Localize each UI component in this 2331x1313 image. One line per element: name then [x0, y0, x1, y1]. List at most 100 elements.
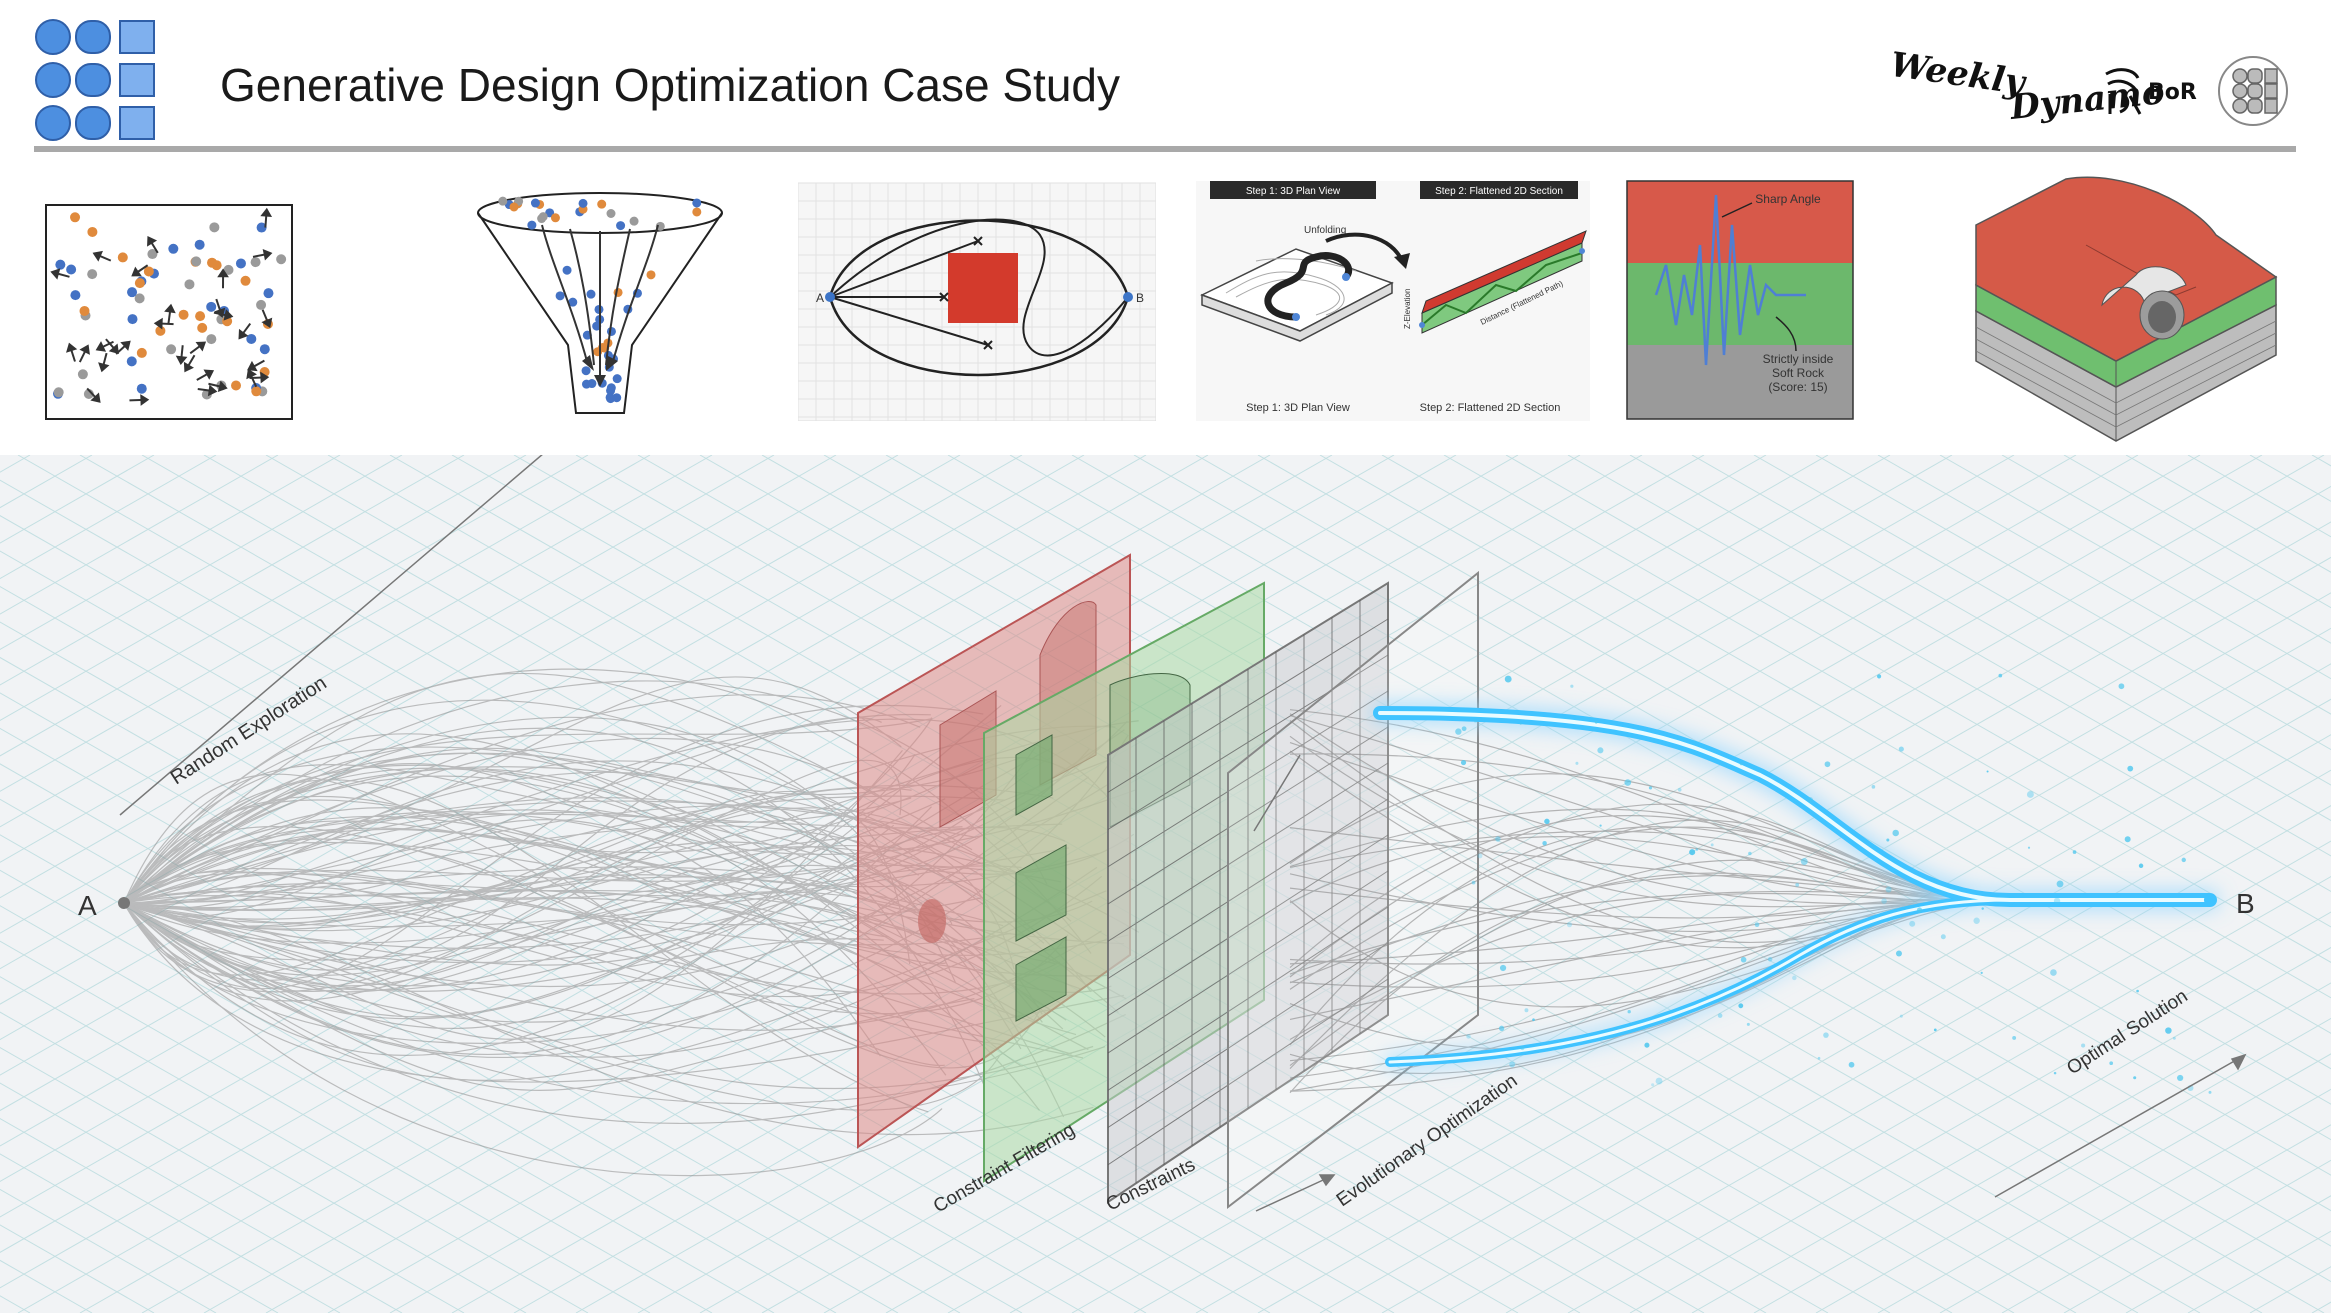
converging-path — [1289, 859, 2001, 1067]
scatter-arrowhead — [195, 341, 207, 352]
brick-line — [1975, 350, 2117, 428]
constraint-plane-grey — [1107, 581, 1389, 1204]
grid-line — [1877, 455, 2331, 715]
exploration-path — [123, 902, 975, 1091]
grid-line — [17, 455, 1519, 1313]
scatter-dot — [191, 256, 202, 267]
scatter-arrowhead — [260, 371, 270, 384]
grid-line — [0, 1295, 31, 1313]
point-a-marker — [118, 897, 130, 909]
thumb5-annotation-bottom-1: Strictly inside — [1763, 352, 1834, 366]
thumb-strata-score: Sharp Angle Strictly inside Soft Rock (S… — [1626, 180, 1854, 420]
scatter-dot — [246, 333, 257, 344]
glow-particle — [1504, 675, 1512, 683]
glow-particle — [1746, 1022, 1750, 1026]
grid-line — [0, 455, 961, 1005]
grid-line — [0, 455, 341, 651]
scatter-dot — [178, 309, 189, 320]
funnel-dot — [498, 196, 508, 206]
glow-particle — [2136, 989, 2139, 993]
exploration-path — [123, 694, 921, 904]
scatter-dot — [134, 278, 145, 289]
grid-line — [2125, 455, 2331, 573]
grid-line — [1133, 627, 2331, 1313]
scatter-arrowhead — [214, 307, 226, 318]
glow-particle — [2072, 850, 2077, 854]
grid-line — [761, 455, 2263, 1313]
exploration-path — [123, 902, 943, 1177]
glow-particle — [1519, 722, 1522, 725]
block-bricks — [1975, 320, 2277, 428]
glow-particle — [1532, 1018, 1535, 1022]
exploration-path — [123, 784, 1054, 976]
glow-particle — [1624, 779, 1632, 786]
grid-badge-icon — [2218, 56, 2288, 126]
exploration-path — [123, 866, 921, 915]
grid-line — [1567, 875, 2331, 1313]
glow-particle — [1980, 971, 1983, 974]
glow-particle — [1748, 851, 1752, 856]
signature-mark-icon — [2105, 68, 2142, 115]
glow-particle — [1909, 920, 1916, 927]
glow-particle — [1940, 934, 1946, 940]
scatter-dot — [53, 387, 64, 398]
brand-mark: BoR — [2148, 80, 2197, 105]
scatter-arrowhead — [175, 355, 188, 365]
glow-particle — [1795, 883, 1800, 887]
thumb3-label-a: A — [816, 291, 824, 305]
thumb4-arrow-label: Unfolding — [1304, 225, 1346, 236]
thumb3-label-b: B — [1136, 291, 1144, 305]
thumb4-caption-right: Step 2: Flattened 2D Section — [1420, 402, 1561, 414]
grid-line — [1107, 690, 1389, 868]
exploration-path — [123, 773, 1002, 1046]
exploration-path — [123, 704, 1002, 1029]
exploration-path — [123, 717, 882, 910]
glow-particle — [2053, 1071, 2057, 1075]
grid-line — [699, 455, 2201, 1313]
scatter-dot — [66, 264, 77, 275]
exploration-path — [123, 779, 929, 1113]
funnel-dot — [592, 321, 602, 331]
grid-line — [0, 455, 527, 757]
grid-line — [0, 1153, 279, 1313]
scatter-arrowhead — [90, 392, 101, 403]
scatter-dot — [127, 314, 138, 325]
grid-line — [1107, 870, 1389, 1054]
grid-line — [1753, 982, 2331, 1313]
scatter-arrowhead — [247, 360, 258, 372]
scatter-arrowhead — [203, 369, 215, 380]
glow-particle — [1575, 761, 1579, 765]
grid-line — [0, 1011, 527, 1313]
brick-line — [1975, 326, 2117, 404]
scatter-dot — [70, 290, 81, 301]
grid-line — [1939, 1088, 2331, 1313]
glow-particle — [1460, 759, 1467, 766]
glow-particle — [1644, 1042, 1650, 1048]
scatter-arrowhead — [217, 268, 229, 278]
grid-line — [1009, 556, 2331, 1313]
page-title: Generative Design Optimization Case Stud… — [220, 59, 1120, 111]
grid-line — [1107, 798, 1389, 979]
scatter-dot — [250, 257, 261, 268]
scatter-arrowhead — [131, 266, 142, 277]
grid-line — [0, 455, 1457, 1289]
scatter-arrowhead — [147, 236, 158, 247]
constraint-grid — [1107, 600, 1389, 1184]
glow-particle — [1986, 770, 1989, 773]
converging-path — [1289, 808, 2001, 901]
funnel-dot — [509, 202, 519, 212]
thumb-random-scatter — [45, 204, 293, 420]
glow-particle — [1800, 858, 1808, 865]
glow-particle — [1871, 785, 1876, 789]
label-point-a: A — [78, 890, 97, 921]
scatter-dot — [70, 212, 81, 223]
grid-line — [1443, 455, 2331, 963]
exploration-path — [123, 718, 933, 904]
scatter-arrowhead — [92, 250, 103, 262]
glow-particle — [1689, 849, 1696, 856]
grid-line — [0, 455, 465, 721]
scatter-dot — [168, 243, 179, 254]
scatter-dot — [147, 249, 158, 260]
grid-line — [0, 455, 1209, 1147]
scatter-arrows — [50, 207, 273, 406]
